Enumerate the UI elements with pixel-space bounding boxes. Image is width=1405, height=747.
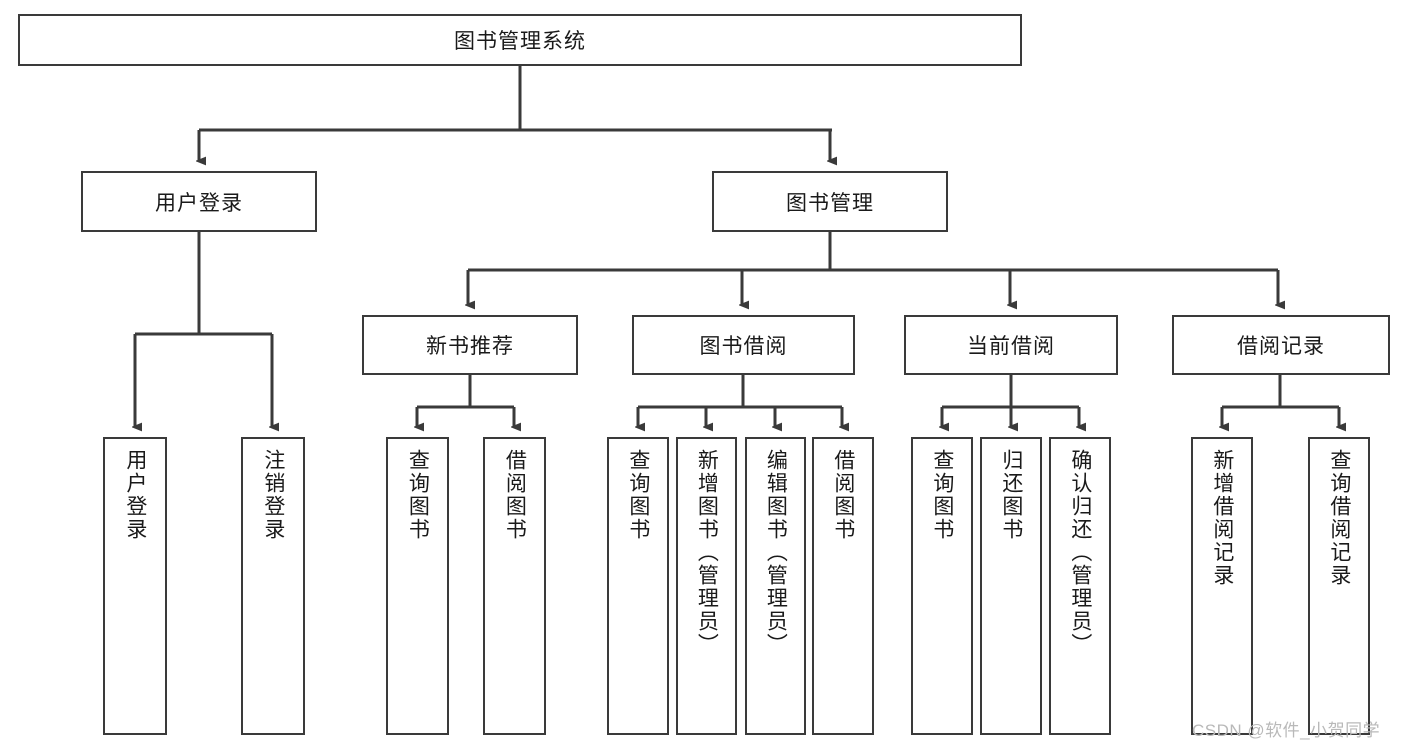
node-label: 新增图书（管理员） (695, 449, 719, 656)
node-label: 借阅记录 (1237, 335, 1325, 358)
node-label: 借阅图书 (831, 449, 855, 541)
node-label: 新书推荐 (426, 335, 514, 358)
node-borrow-record[interactable]: 借阅记录 (1172, 315, 1390, 375)
node-label: 注销登录 (261, 449, 285, 541)
node-leaf-borrow-book-1[interactable]: 借阅图书 (483, 437, 546, 735)
node-leaf-user-login[interactable]: 用户登录 (103, 437, 167, 735)
node-leaf-edit-book[interactable]: 编辑图书（管理员） (745, 437, 806, 735)
node-book-borrow[interactable]: 图书借阅 (632, 315, 855, 375)
node-label: 查询图书 (930, 449, 954, 541)
node-leaf-query-book-3[interactable]: 查询图书 (911, 437, 973, 735)
node-label: 查询借阅记录 (1327, 449, 1351, 587)
node-book-manage[interactable]: 图书管理 (712, 171, 948, 232)
node-label: 用户登录 (123, 449, 147, 541)
node-leaf-return-book[interactable]: 归还图书 (980, 437, 1042, 735)
node-label: 图书借阅 (699, 335, 788, 358)
node-current-borrow[interactable]: 当前借阅 (904, 315, 1118, 375)
node-leaf-add-record[interactable]: 新增借阅记录 (1191, 437, 1253, 735)
node-new-book-recommend[interactable]: 新书推荐 (362, 315, 578, 375)
node-label: 归还图书 (999, 449, 1023, 541)
node-label: 图书管理 (786, 191, 874, 215)
node-leaf-logout-login[interactable]: 注销登录 (241, 437, 305, 735)
node-label: 编辑图书（管理员） (764, 449, 788, 656)
node-leaf-query-book-1[interactable]: 查询图书 (386, 437, 449, 735)
node-leaf-query-record[interactable]: 查询借阅记录 (1308, 437, 1370, 735)
node-leaf-query-book-2[interactable]: 查询图书 (607, 437, 669, 735)
node-leaf-borrow-book-2[interactable]: 借阅图书 (812, 437, 874, 735)
node-label: 图书管理系统 (454, 30, 586, 53)
csdn-watermark: CSDN @软件_小贺同学 (1192, 721, 1381, 740)
node-label: 借阅图书 (503, 449, 527, 541)
node-label: 新增借阅记录 (1210, 449, 1234, 587)
node-label: 查询图书 (406, 449, 430, 541)
node-label: 查询图书 (626, 449, 650, 541)
node-user-login[interactable]: 用户登录 (81, 171, 317, 232)
node-root-system[interactable]: 图书管理系统 (18, 14, 1022, 66)
node-leaf-add-book[interactable]: 新增图书（管理员） (676, 437, 737, 735)
node-label: 用户登录 (155, 191, 243, 215)
node-label: 确认归还（管理员） (1068, 449, 1092, 656)
node-leaf-confirm-return[interactable]: 确认归还（管理员） (1049, 437, 1111, 735)
node-label: 当前借阅 (967, 335, 1055, 358)
